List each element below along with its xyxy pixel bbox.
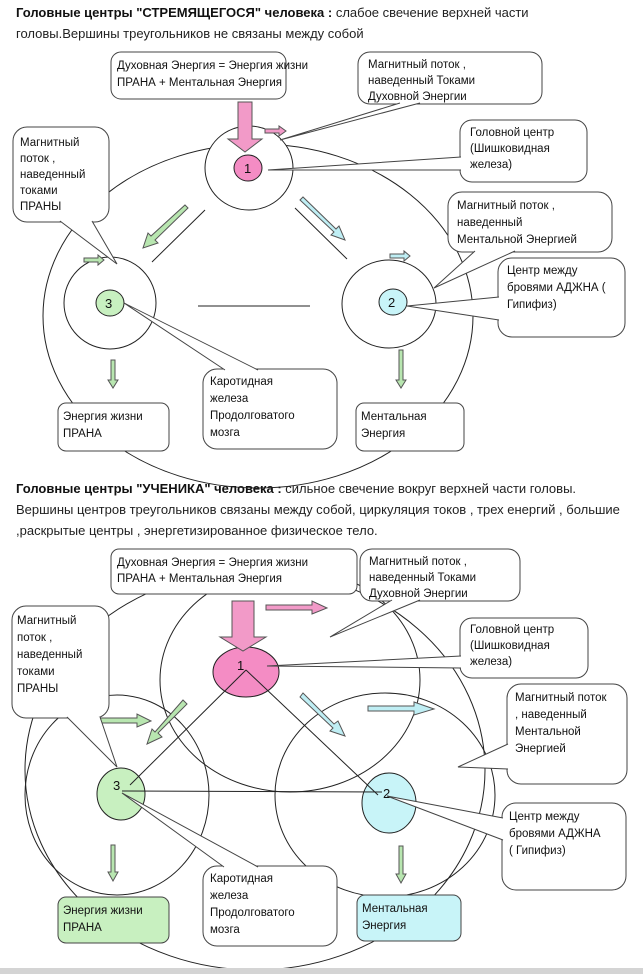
- section2-heading: Головные центры "УЧЕНИКА" человека : сил…: [16, 478, 631, 541]
- section1-heading-title: Головные центры "СТРЕМЯЩЕГОСЯ" человека …: [16, 5, 333, 20]
- section1-heading: Головные центры "СТРЕМЯЩЕГОСЯ" человека …: [16, 2, 631, 44]
- svg-text:Магнитный поток ,наведенный То: Магнитный поток ,наведенный ТокамиДуховн…: [368, 59, 475, 103]
- svg-text:Магнитный поток ,наведенный То: Магнитный поток ,наведенный ТокамиДуховн…: [369, 556, 476, 600]
- flux-arrow-cyan: [389, 249, 411, 263]
- center-3-label: 3: [105, 296, 112, 311]
- flux-arrow-pink-2: [265, 600, 329, 615]
- prana-output-arrow: [107, 359, 119, 389]
- head-center-large-ring: [159, 567, 421, 793]
- center-3-prana-2: [96, 767, 146, 821]
- flux-arrow-cyan-2: [367, 701, 436, 716]
- center-1-label-2: 1: [237, 658, 244, 673]
- spiritual-energy-arrow: [226, 101, 264, 153]
- center-2-label-2: 2: [383, 786, 390, 801]
- center-3-label-2: 3: [113, 778, 120, 793]
- flow-arrow-cyan-2: [299, 692, 346, 737]
- flow-arrow-green-2: [146, 699, 188, 745]
- mental-output-arrow-2: [395, 845, 407, 885]
- mental-output-arrow: [395, 349, 407, 389]
- flux-arrow-green: [83, 253, 105, 267]
- section1-heading-description: слабое свечение верхней части головы.Вер…: [16, 5, 529, 41]
- flow-arrow-cyan: [299, 196, 346, 241]
- triangle-edge-1-3: [151, 209, 206, 263]
- center-2-label: 2: [388, 295, 395, 310]
- triangle-edge-1-2: [294, 207, 348, 260]
- prana-output-arrow-2: [107, 844, 119, 883]
- center-1-head: [233, 154, 263, 182]
- prana-center-large-ring: [24, 694, 210, 896]
- center-2-ajna: [378, 288, 408, 316]
- bottom-divider: [0, 968, 643, 974]
- section2-heading-description: сильное свечение вокруг верхней части го…: [16, 481, 620, 538]
- flow-arrow-green: [142, 204, 189, 249]
- center-1-head-2: [212, 646, 280, 698]
- spiritual-energy-arrow-2: [218, 600, 268, 652]
- center-1-label: 1: [244, 161, 251, 176]
- triangle-edge-1-3-2: [129, 669, 247, 786]
- triangle-edge-3-2-2: [121, 790, 383, 793]
- flux-arrow-pink: [264, 125, 287, 137]
- triangle-edge-1-2-2: [245, 669, 379, 796]
